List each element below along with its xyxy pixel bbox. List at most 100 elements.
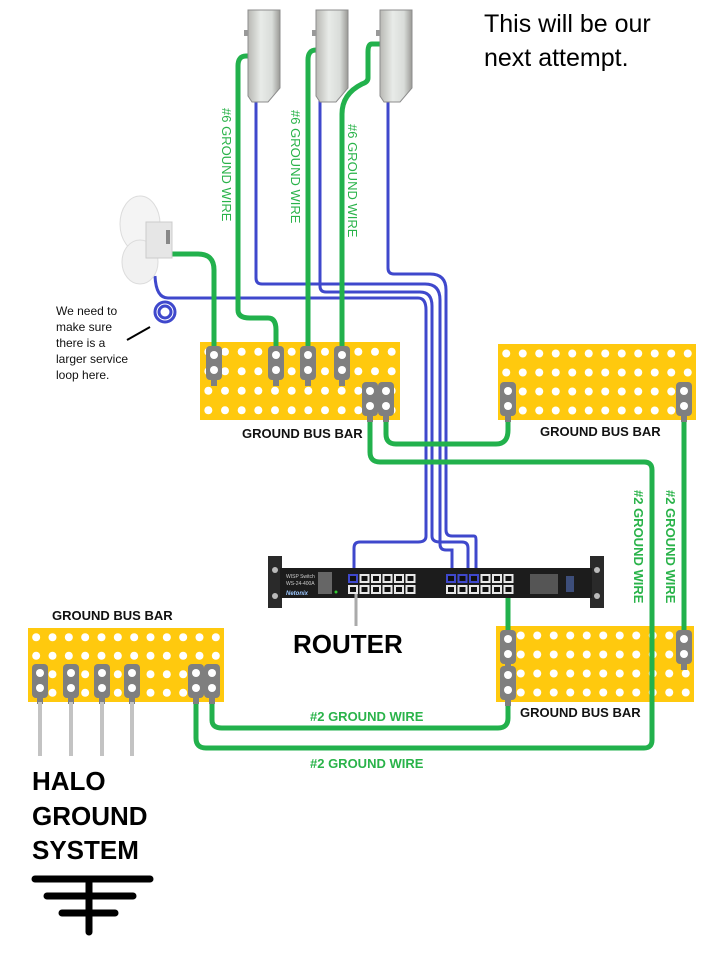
note-pointer (126, 326, 151, 341)
service-loop-outer (153, 300, 177, 324)
bus-bar-hole (533, 631, 542, 640)
ground-lug (362, 382, 378, 422)
bus-bar-hole (162, 651, 171, 660)
bus-bar-hole (617, 406, 626, 415)
bus-bar-hole (271, 386, 279, 395)
bus-bar-hole (354, 367, 363, 376)
bus-bar-hole (162, 633, 171, 642)
bus-bar-hole (533, 650, 542, 659)
bus-bar-hole (516, 688, 525, 697)
ground-wire-antenna-2 (305, 47, 319, 349)
bus-bar-bottom-right (496, 626, 694, 702)
wire-label-bottom-upper: #2 GROUND WIRE (310, 709, 424, 724)
bus-bar-hole (287, 406, 296, 415)
ground-lug (206, 346, 222, 386)
bus-bar-bottom-right-label: GROUND BUS BAR (520, 705, 641, 720)
bus-bar-hole (518, 387, 527, 396)
bus-bar-hole (32, 633, 41, 642)
bus-bar-hole (146, 670, 155, 679)
bus-bar-hole (551, 349, 560, 358)
bus-bar-hole (81, 651, 90, 660)
bus-bar-hole (130, 651, 139, 660)
bus-bar-hole (162, 688, 171, 697)
sector-antenna-1 (244, 9, 281, 103)
ground-lug (500, 630, 516, 670)
bus-bar-hole (516, 631, 525, 640)
dish-antenna (119, 195, 173, 285)
bus-bar-hole (617, 387, 626, 396)
ground-wire-tl-to-br (193, 409, 655, 751)
bus-bar-hole (237, 367, 246, 376)
halo-line-1: HALO (32, 766, 106, 796)
bus-bar-top-right (498, 344, 696, 420)
bus-bar-hole (665, 688, 674, 697)
bus-bar-hole (518, 406, 527, 415)
bus-bar-hole (502, 349, 511, 358)
ground-lug (334, 346, 350, 386)
bus-bar-hole (371, 347, 379, 356)
bus-bar-hole (617, 368, 626, 377)
bus-bar-hole (584, 406, 593, 415)
bus-bar-hole (321, 347, 329, 356)
bus-bar-hole (354, 347, 363, 356)
bus-bar-hole (237, 347, 246, 356)
bus-bar-hole (387, 367, 396, 376)
ground-lug (500, 666, 516, 706)
bus-bar-hole (287, 386, 296, 395)
router: WISP Switch WS-24-400A Netonix (268, 556, 604, 608)
router-brand: Netonix (286, 591, 309, 597)
bus-bar-hole (304, 406, 313, 415)
note-line: larger service (56, 352, 128, 366)
bus-bar-hole (48, 688, 57, 697)
bus-bar-hole (97, 633, 106, 642)
bus-bar-hole (551, 406, 560, 415)
ground-lug (188, 664, 204, 704)
bus-bar-hole (516, 669, 525, 678)
ground-lug (676, 382, 692, 422)
bus-bar-hole (204, 406, 213, 415)
bus-bar-hole (535, 368, 544, 377)
ground-lug (378, 382, 394, 422)
bus-bar-hole (667, 368, 676, 377)
bus-bar-hole (271, 406, 279, 415)
bus-bar-hole (551, 368, 560, 377)
data-cable-dish (153, 275, 428, 580)
bus-bar-hole (48, 651, 57, 660)
bus-bar-hole (566, 650, 575, 659)
bus-bar-hole (387, 347, 396, 356)
bus-bar-hole (584, 387, 593, 396)
bus-bar-hole (632, 650, 641, 659)
ground-lug (94, 664, 110, 704)
bus-bar-hole (615, 688, 624, 697)
bus-bar-bottom-left-label: GROUND BUS BAR (52, 608, 173, 623)
bus-bar-hole (650, 406, 659, 415)
bus-bar-hole (146, 651, 155, 660)
bus-bar-hole (195, 651, 204, 660)
ground-wire-antenna-3 (339, 41, 387, 349)
bus-bar-hole (582, 631, 591, 640)
bus-bar-hole (566, 631, 575, 640)
bus-bar-hole (113, 651, 122, 660)
router-ports (348, 574, 514, 594)
bus-bar-hole (518, 349, 527, 358)
bus-bar-hole (681, 688, 690, 697)
bus-bar-hole (254, 406, 263, 415)
bus-bar-hole (287, 367, 296, 376)
bus-bar-hole (549, 688, 558, 697)
bus-bar-hole (254, 347, 263, 356)
bus-bar-hole (48, 633, 57, 642)
wire-label-antenna-3: #6 GROUND WIRE (345, 124, 360, 238)
ground-wire-tl-to-tr (383, 405, 511, 447)
bus-bar-hole (632, 688, 641, 697)
data-cable-antenna-3 (386, 100, 478, 578)
bus-bar-hole (254, 367, 263, 376)
bus-bar-hole (568, 349, 577, 358)
bus-bar-hole (179, 651, 188, 660)
bus-bar-hole (634, 368, 643, 377)
bus-bar-hole (568, 368, 577, 377)
bus-bar-hole (254, 386, 263, 395)
bus-bar-hole (584, 349, 593, 358)
ground-lug (268, 346, 284, 386)
bus-bar-hole (665, 650, 674, 659)
